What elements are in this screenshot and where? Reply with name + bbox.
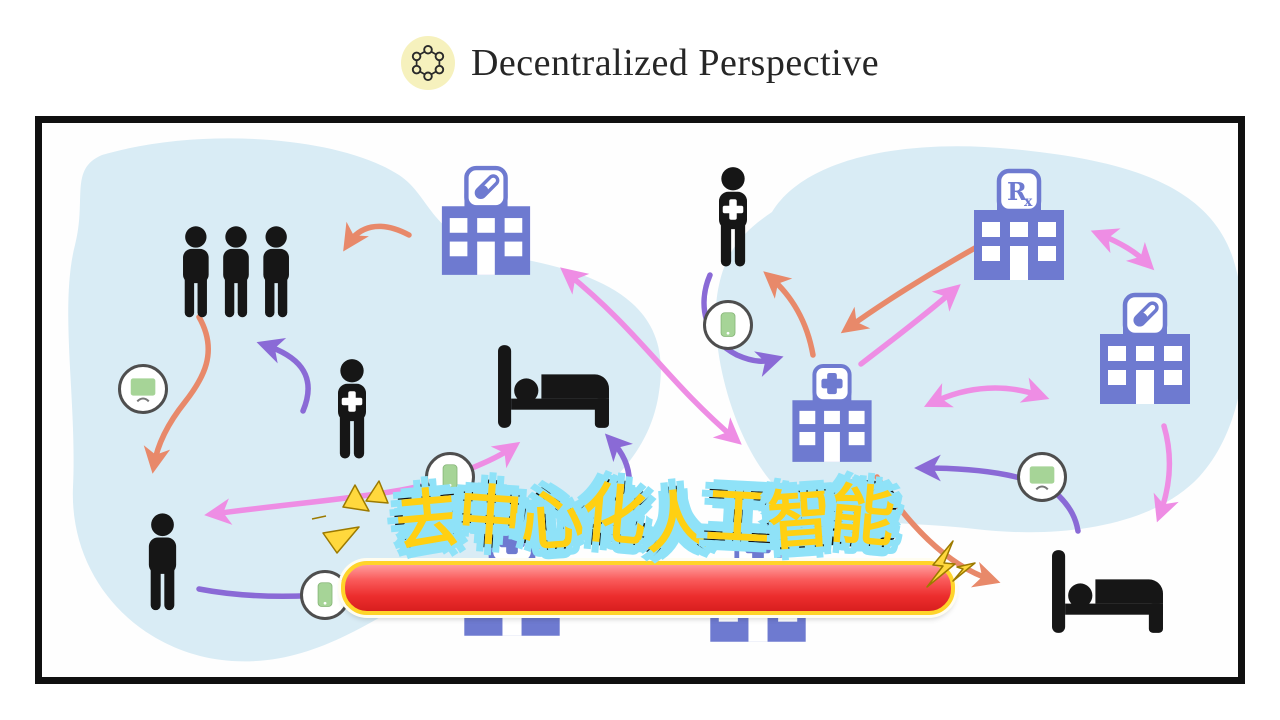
monitor-icon — [130, 378, 156, 403]
phone-node-top — [703, 300, 753, 350]
monitor-node-left — [118, 364, 168, 414]
banner-pill — [341, 561, 955, 615]
banner-character: 能 — [824, 474, 901, 560]
phone-icon — [442, 464, 458, 489]
doctor-icon — [719, 167, 747, 267]
doctor-left — [324, 357, 380, 461]
monitor-icon — [1029, 466, 1055, 491]
rx-building-icon: R x — [974, 168, 1064, 280]
bed-center — [496, 343, 610, 430]
svg-text:R: R — [1007, 177, 1028, 206]
doctor-icon — [338, 359, 366, 459]
people-group — [165, 225, 307, 319]
lab-building-icon — [1100, 292, 1190, 404]
person-icon — [148, 513, 177, 611]
svg-text:x: x — [1024, 194, 1033, 210]
page-title: Decentralized Perspective — [470, 42, 880, 84]
monitor-node-right — [1017, 452, 1067, 502]
lab-building-right — [1095, 292, 1195, 404]
bed-right — [1050, 548, 1164, 635]
banner-character: 工 — [701, 476, 776, 560]
phone-icon — [720, 312, 736, 337]
phone-icon — [317, 582, 333, 607]
banner-character: 智 — [762, 478, 838, 563]
hospital-central — [788, 364, 876, 462]
pharmacy-building: R x — [969, 168, 1069, 280]
banner-character: 心 — [514, 479, 590, 564]
diagram-frame: R x 去中心化人工智能 — [35, 116, 1245, 684]
banner: 去中心化人工智能 — [319, 473, 971, 621]
patient-standing — [134, 512, 191, 612]
people-group-icon — [183, 226, 289, 318]
banner-character: 中 — [452, 474, 528, 559]
doctor-top — [705, 165, 761, 269]
header: Decentralized Perspective — [0, 36, 1280, 90]
bed-icon — [1052, 550, 1163, 633]
bed-icon — [498, 345, 609, 428]
banner-character: 化 — [576, 473, 653, 559]
banner-character: 去 — [390, 478, 467, 564]
cross-building-icon — [792, 364, 872, 462]
lab-building-icon — [441, 165, 531, 275]
banner-text: 去中心化人工智能 — [319, 473, 971, 567]
banner-character: 人 — [637, 479, 715, 566]
lab-building-top — [437, 165, 535, 275]
network-nodes-icon — [400, 36, 455, 90]
phone-node-center — [425, 452, 475, 502]
